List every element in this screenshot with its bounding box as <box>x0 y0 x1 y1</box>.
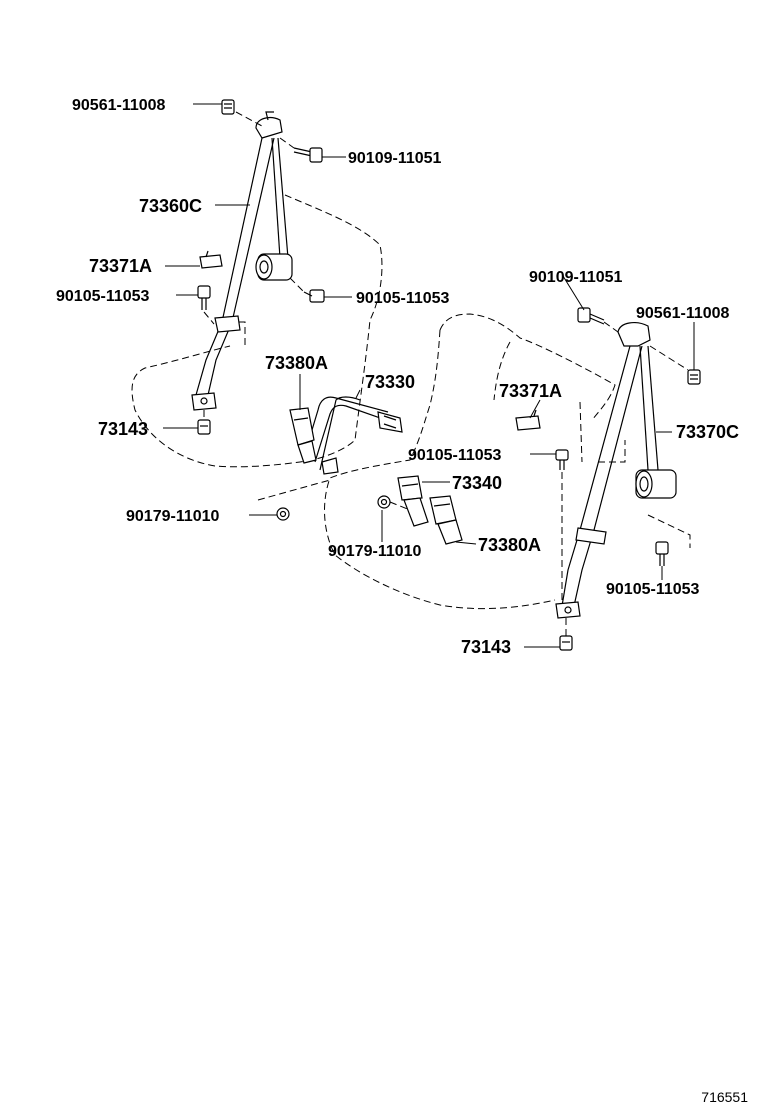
label-90105-11053-center: 90105-11053 <box>408 447 502 464</box>
label-73340: 73340 <box>452 473 502 493</box>
belt-webbing-left-outer <box>195 137 263 396</box>
label-73330: 73330 <box>365 372 415 392</box>
label-90179-11010-center: 90179-11010 <box>328 543 422 560</box>
label-90561-11008-right: 90561-11008 <box>636 305 730 322</box>
label-73143-left: 73143 <box>98 419 148 439</box>
nut-90179-center-part <box>377 495 391 509</box>
nut-90179-left-part <box>276 507 290 521</box>
buckle-73380a-right-body <box>429 495 463 545</box>
upper-anchor-left <box>255 117 283 139</box>
buckle-73380a-left-body <box>289 407 317 464</box>
label-90561-11008-left: 90561-11008 <box>72 97 166 114</box>
label-73371a-right: 73371A <box>499 381 562 401</box>
belt-73370c-assembly <box>555 322 677 619</box>
belt-guide-right <box>575 527 607 545</box>
anchor-bolt-73143-right <box>559 635 573 651</box>
bolt-90109-right-part <box>577 307 605 325</box>
bolt-90105-center-part <box>555 449 569 470</box>
belt-73330-assembly <box>289 396 403 475</box>
label-90109-11051-right: 90109-11051 <box>529 269 623 286</box>
label-90105-11053-right: 90105-11053 <box>606 581 700 598</box>
anchor-bolt-73143-left <box>197 419 211 435</box>
belt-73330-tongue <box>377 411 403 433</box>
right-seat-outline <box>324 313 691 610</box>
leader-lines <box>163 103 695 648</box>
bolt-90561-right-part <box>687 369 701 385</box>
belt-webbing-left-inner <box>207 137 275 396</box>
label-90105-11053-left: 90105-11053 <box>56 288 150 305</box>
bolt-90105-center-left-part <box>303 289 325 303</box>
figure-reference-number: 716551 <box>701 1089 748 1105</box>
lower-anchor-plate-left <box>191 392 217 411</box>
belt-73360c-assembly <box>191 111 293 411</box>
bolt-90561-left-part <box>221 99 235 115</box>
label-73370c: 73370C <box>676 422 739 442</box>
retractor-right <box>635 469 677 499</box>
label-73380a-right: 73380A <box>478 535 541 555</box>
bolt-90109-left-part <box>293 147 323 163</box>
buckle-73340-body <box>397 475 429 527</box>
label-73360c: 73360C <box>139 196 202 216</box>
label-73380a-left: 73380A <box>265 353 328 373</box>
left-seat-outline <box>131 194 383 468</box>
bolt-90105-left-part <box>197 285 211 310</box>
label-73143-right: 73143 <box>461 637 511 657</box>
belt-guide-left <box>214 315 241 333</box>
cover-73371a-right-part <box>515 415 541 431</box>
lower-anchor-plate-right <box>555 601 581 619</box>
cover-73371a-left-part <box>199 254 223 269</box>
label-90105-11053-center-left: 90105-11053 <box>356 290 450 307</box>
upper-anchor-right <box>617 322 651 347</box>
label-90109-11051-left: 90109-11051 <box>348 150 442 167</box>
retractor-left <box>255 253 293 281</box>
label-73371a-left: 73371A <box>89 256 152 276</box>
label-90179-11010-left: 90179-11010 <box>126 508 220 525</box>
bolt-90105-right-part <box>655 541 669 566</box>
